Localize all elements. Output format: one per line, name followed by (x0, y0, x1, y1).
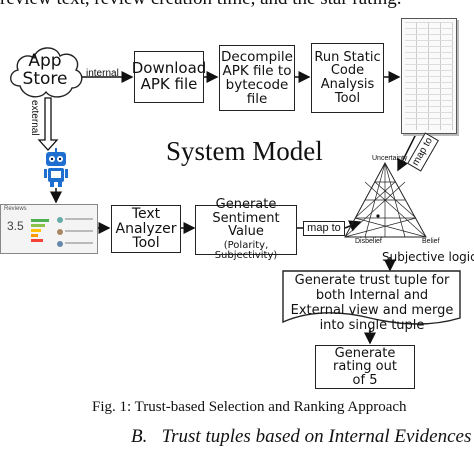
map-to-horizontal-box: map to (303, 221, 345, 236)
decompile-box: Decompile APK file to bytecode file (219, 45, 295, 111)
static-analysis-label: Run Static Code Analysis Tool (314, 49, 381, 106)
review-screenshot-image: Reviews 3.5 (0, 204, 98, 254)
triangle-point (376, 214, 380, 218)
rating-label: Generate rating out of 5 (333, 345, 397, 388)
text-analyzer-box: Text Analyzer Tool (111, 205, 181, 253)
review-score: 3.5 (7, 219, 24, 233)
trust-tuple-shape (282, 270, 461, 325)
app-store-cloud-icon (10, 47, 83, 98)
figure-caption: Fig. 1: Trust-based Selection and Rankin… (92, 399, 407, 415)
text-analyzer-label: Text Analyzer Tool (115, 205, 177, 252)
triangle-disbelief-label: Disbelief (355, 238, 382, 245)
triangle-belief-label: Belief (422, 238, 440, 245)
download-apk-label: Download APK file (131, 59, 207, 93)
internal-label: internal (86, 68, 119, 79)
subjective-logic-label: Subjective logic (382, 250, 474, 264)
arrow-table-triangle (397, 129, 419, 172)
subjective-logic-triangle (344, 161, 427, 238)
triangle-uncertainty-label: Uncertainty (372, 155, 408, 162)
rating-box: Generate rating out of 5 (315, 345, 415, 389)
analysis-table-image (401, 18, 457, 134)
trust-tuple-label: Generate trust tuple for both Internal a… (290, 273, 454, 333)
static-analysis-box: Run Static Code Analysis Tool (311, 43, 384, 113)
decompile-label: Decompile APK file to bytecode file (221, 48, 293, 108)
external-label: external (29, 100, 40, 136)
system-model-title: System Model (166, 136, 323, 166)
app-store-label: App Store (22, 51, 68, 89)
robot-icon (42, 148, 70, 188)
map-to-horizontal-label: map to (307, 221, 341, 234)
sentiment-subtitle: (Polarity, Subjectivity) (214, 239, 278, 262)
review-card-title: Reviews (4, 206, 27, 212)
sentiment-title: Generate Sentiment Value (212, 197, 280, 240)
download-apk-box: Download APK file (131, 51, 207, 103)
arrow-mapto-triangle (344, 220, 362, 232)
sentiment-box: Generate Sentiment Value (Polarity, Subj… (195, 198, 297, 261)
arrow-external (37, 97, 59, 151)
top-text-fragment: review text, review creation time, and t… (0, 0, 401, 10)
section-heading: B. Trust tuples based on Internal Eviden… (131, 426, 472, 447)
